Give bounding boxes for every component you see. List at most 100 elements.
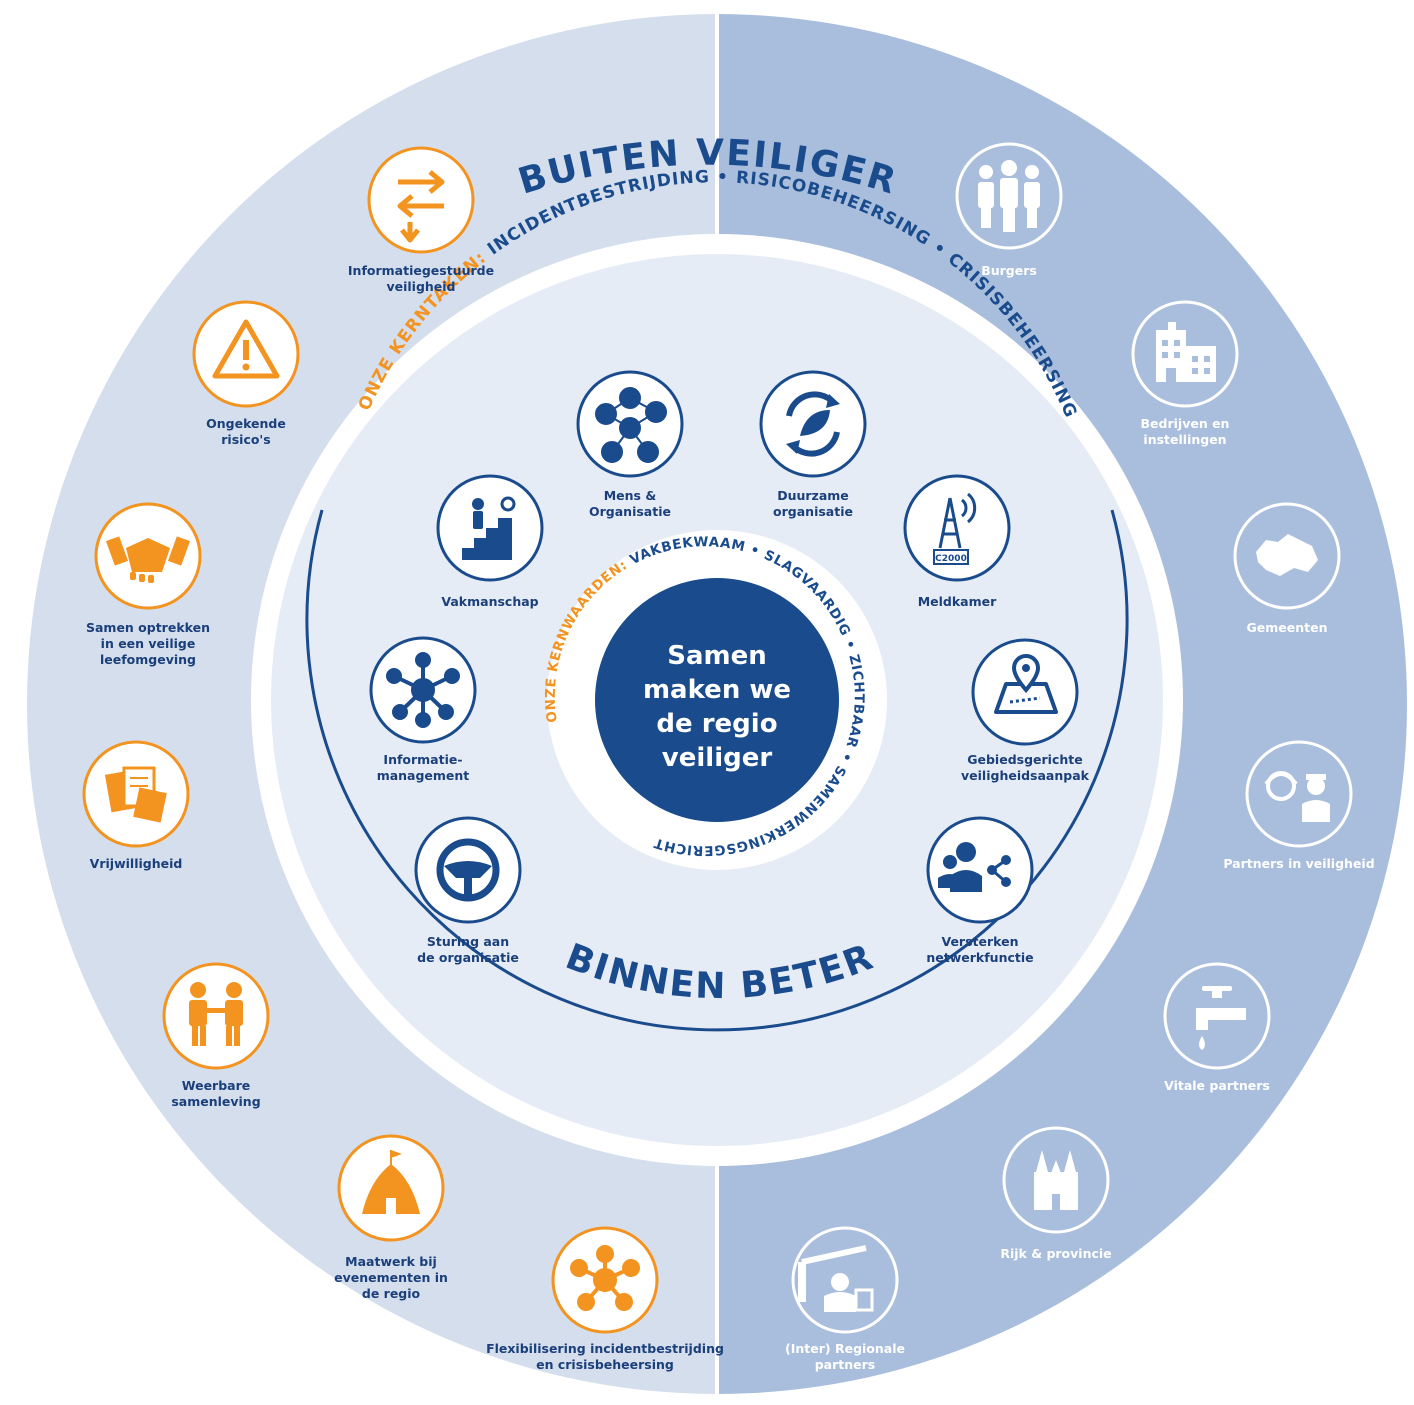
svg-text:Meldkamer: Meldkamer	[918, 594, 997, 609]
svg-text:Burgers: Burgers	[981, 263, 1037, 278]
steering-wheel-icon	[436, 838, 500, 902]
svg-text:Partners in veiligheid: Partners in veiligheid	[1223, 856, 1374, 871]
outer-left-label-7b: en crisisbeheersing	[536, 1357, 674, 1372]
outer-left-label-6a: Maatwerk bij	[345, 1254, 437, 1269]
outer-right-label-2b: instellingen	[1143, 432, 1226, 447]
outer-left-label-5b: samenleving	[171, 1094, 260, 1109]
outer-right-label-4a: Partners in veiligheid	[1223, 856, 1374, 871]
inner-label-4a: Gebiedsgerichte	[967, 752, 1082, 767]
building-icon	[1156, 322, 1216, 382]
inner-label-5b: netwerkfunctie	[926, 950, 1033, 965]
outer-right-label-2a: Bedrijven en	[1141, 416, 1230, 431]
church-icon	[1034, 1150, 1078, 1210]
outer-right-item-3: Gemeenten	[1233, 502, 1341, 635]
center-line-3: de regio	[656, 709, 777, 739]
svg-text:Vakmanschap: Vakmanschap	[441, 594, 538, 609]
outer-left-item-4: Vrijwilligheid	[82, 740, 190, 871]
outer-right-label-7a: (Inter) Regionale	[785, 1341, 905, 1356]
inner-label-6b: de organisatie	[417, 950, 519, 965]
inner-label-2b: organisatie	[773, 504, 853, 519]
tap-icon	[1196, 986, 1246, 1050]
outer-right-label-6a: Rijk & provincie	[1000, 1246, 1111, 1261]
inner-item-1: Mens &Organisatie	[576, 370, 684, 519]
svg-text:Vitale partners: Vitale partners	[1164, 1078, 1270, 1093]
recycle-leaf-icon	[786, 391, 840, 457]
inner-item-7: Informatie-management	[369, 636, 477, 783]
outer-right-label-7b: partners	[815, 1357, 876, 1372]
outer-left-label-3a: Samen optrekken	[86, 620, 210, 635]
svg-text:Mens &Organisatie: Mens &Organisatie	[589, 488, 671, 519]
people-network-icon	[595, 387, 667, 463]
warning-icon	[212, 319, 280, 379]
outer-right-label-1a: Burgers	[981, 263, 1037, 278]
center-line-2: maken we	[643, 675, 791, 705]
inner-label-1a: Mens &	[604, 488, 657, 503]
hub-icon	[386, 652, 460, 728]
antenna-icon: C2000	[933, 492, 977, 565]
outer-left-label-1b: veiligheid	[386, 279, 455, 294]
inner-label-3a: Meldkamer	[918, 594, 997, 609]
outer-left-label-7a: Flexibilisering incidentbestrijding	[486, 1341, 724, 1356]
border-icon	[798, 1245, 874, 1312]
svg-text:Informatie-management: Informatie-management	[377, 752, 470, 783]
network-icon	[570, 1245, 640, 1311]
svg-text:Rijk & provincie: Rijk & provincie	[1000, 1246, 1111, 1261]
inner-ring-line	[305, 509, 1129, 1032]
center-line-4: veiliger	[662, 743, 773, 773]
inner-label-4b: veiligheidsaanpak	[961, 768, 1090, 783]
outer-left-label-3c: leefomgeving	[100, 652, 196, 667]
outer-left-label-2b: risico's	[221, 432, 270, 447]
share-people-icon	[938, 842, 1011, 892]
outer-left-label-6b: evenementen in	[334, 1270, 448, 1285]
people-handshake-icon	[189, 982, 243, 1046]
outer-right-label-5a: Vitale partners	[1164, 1078, 1270, 1093]
tent-icon	[362, 1150, 420, 1214]
arrows-icon	[397, 170, 445, 243]
center-line-1: Samen	[667, 641, 767, 671]
outer-left-label-2a: Ongekende	[206, 416, 286, 431]
inner-label-8a: Vakmanschap	[441, 594, 538, 609]
inner-label-7a: Informatie-	[383, 752, 462, 767]
inner-label-5a: Versterken	[941, 934, 1018, 949]
inner-label-2a: Duurzame	[777, 488, 849, 503]
outer-right-item-4: Partners in veiligheid	[1223, 740, 1375, 871]
stairs-icon	[462, 496, 516, 560]
outer-right-item-6: Rijk & provincie	[1000, 1126, 1112, 1261]
inner-label-6a: Sturing aan	[427, 934, 509, 949]
antenna-label: C2000	[935, 554, 967, 564]
center-disc	[595, 578, 839, 822]
outer-left-label-1a: Informatiegestuurde	[348, 263, 494, 278]
map-region-icon	[1256, 534, 1318, 576]
outer-left-label-4a: Vrijwilligheid	[90, 856, 183, 871]
inner-item-8: Vakmanschap	[436, 474, 544, 609]
svg-text:Gemeenten: Gemeenten	[1247, 620, 1328, 635]
outer-left-label-6c: de regio	[362, 1286, 421, 1301]
outer-right-item-1: Burgers	[955, 142, 1063, 278]
inner-label-7b: management	[377, 768, 470, 783]
outer-right-label-3a: Gemeenten	[1247, 620, 1328, 635]
